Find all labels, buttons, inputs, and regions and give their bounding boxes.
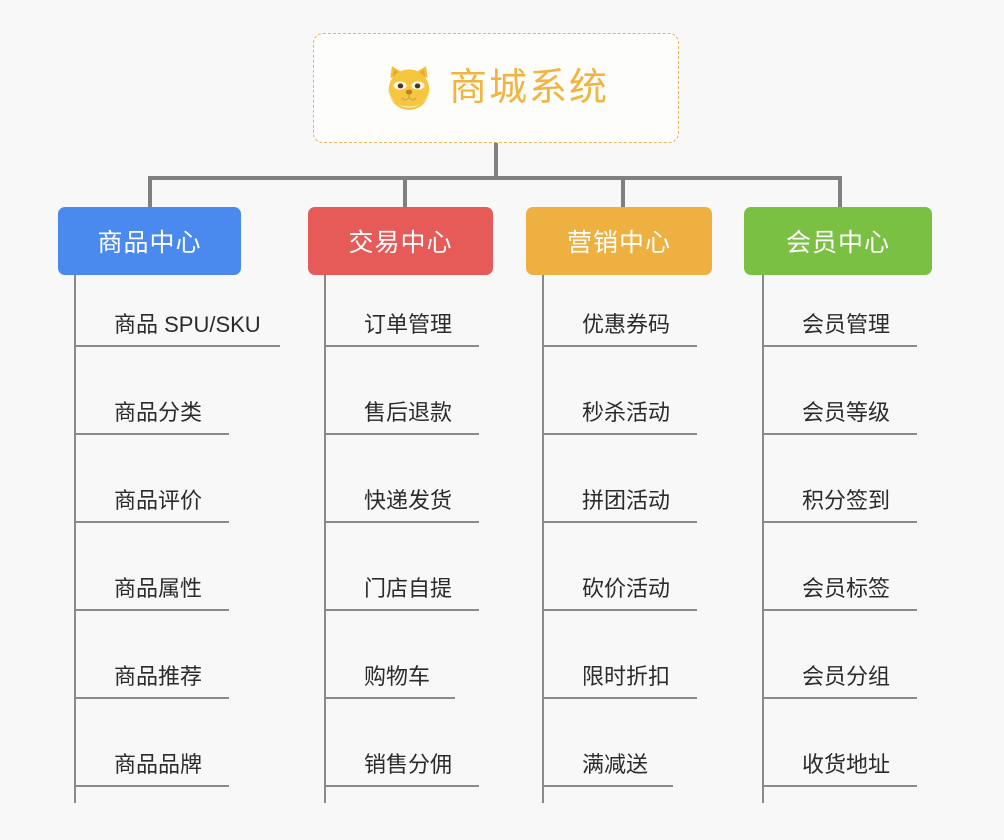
leaf-item[interactable]: 商品评价 (74, 435, 229, 523)
leaf-item[interactable]: 商品属性 (74, 523, 229, 611)
leaf-item-label: 销售分佣 (364, 751, 453, 777)
leaf-item-label: 商品分类 (114, 399, 203, 425)
category-header-trade-center[interactable]: 交易中心 (308, 207, 493, 275)
column-trunk-3 (542, 275, 544, 803)
leaf-item-label: 商品属性 (114, 575, 203, 601)
category-label: 商品中心 (97, 229, 202, 257)
leaf-item-label: 商品评价 (114, 487, 203, 513)
leaf-item[interactable]: 商品分类 (74, 347, 229, 435)
leaf-item-label: 订单管理 (364, 311, 453, 337)
leaf-item[interactable]: 积分签到 (762, 435, 917, 523)
column-trunk-4 (762, 275, 764, 803)
leaf-item-label: 商品品牌 (114, 751, 203, 777)
leaf-item-label: 会员标签 (802, 575, 891, 601)
connector-drop-4 (838, 176, 842, 208)
leaf-item[interactable]: 商品品牌 (74, 699, 229, 787)
leaf-item[interactable]: 商品推荐 (74, 611, 229, 699)
connector-drop-3 (621, 176, 625, 208)
leaf-item-label: 购物车 (364, 663, 431, 689)
leaf-item[interactable]: 售后退款 (324, 347, 479, 435)
connector-drop-1 (148, 176, 152, 208)
leaf-item-label: 售后退款 (364, 399, 453, 425)
leaf-item[interactable]: 会员管理 (762, 259, 917, 347)
leaf-item[interactable]: 购物车 (324, 611, 455, 699)
leaf-item[interactable]: 会员标签 (762, 523, 917, 611)
leaf-item-label: 砍价活动 (582, 575, 671, 601)
leaf-item[interactable]: 会员等级 (762, 347, 917, 435)
column-trunk-2 (324, 275, 326, 803)
leaf-item-label: 会员分组 (802, 663, 891, 689)
leaf-item[interactable]: 订单管理 (324, 259, 479, 347)
connector-horizontal-bus (150, 176, 840, 180)
leaf-item[interactable]: 快递发货 (324, 435, 479, 523)
shiba-dog-icon (383, 62, 435, 114)
column-trunk-1 (74, 275, 76, 803)
category-label: 营销中心 (566, 229, 671, 257)
leaf-item-label: 快递发货 (364, 487, 453, 513)
leaf-item-label: 商品推荐 (114, 663, 203, 689)
category-header-marketing-center[interactable]: 营销中心 (526, 207, 712, 275)
category-header-product-center[interactable]: 商品中心 (58, 207, 241, 275)
root-node-label: 商城系统 (448, 67, 609, 109)
leaf-item-label: 限时折扣 (582, 663, 671, 689)
leaf-item[interactable]: 满减送 (542, 699, 673, 787)
leaf-item[interactable]: 优惠券码 (542, 259, 697, 347)
leaf-item[interactable]: 砍价活动 (542, 523, 697, 611)
leaf-item-label: 积分签到 (802, 487, 891, 513)
leaf-item-label: 门店自提 (364, 575, 453, 601)
category-label: 交易中心 (348, 229, 453, 257)
category-label: 会员中心 (785, 229, 890, 257)
leaf-item[interactable]: 拼团活动 (542, 435, 697, 523)
leaf-item-label: 满减送 (582, 751, 649, 777)
leaf-item-label: 秒杀活动 (582, 399, 671, 425)
leaf-item[interactable]: 商品 SPU/SKU (74, 259, 280, 347)
leaf-item[interactable]: 秒杀活动 (542, 347, 697, 435)
leaf-item-label: 会员管理 (802, 311, 891, 337)
leaf-item[interactable]: 销售分佣 (324, 699, 479, 787)
leaf-item[interactable]: 会员分组 (762, 611, 917, 699)
leaf-item-label: 拼团活动 (582, 487, 671, 513)
leaf-item[interactable]: 收货地址 (762, 699, 917, 787)
leaf-item-label: 会员等级 (802, 399, 891, 425)
leaf-item-label: 收货地址 (802, 751, 891, 777)
connector-drop-2 (403, 176, 407, 208)
leaf-item[interactable]: 限时折扣 (542, 611, 697, 699)
leaf-item-label: 商品 SPU/SKU (114, 311, 261, 337)
root-node[interactable]: 商城系统 (313, 33, 679, 143)
connector-root-stem (494, 143, 498, 180)
leaf-item-label: 优惠券码 (582, 311, 671, 337)
leaf-item[interactable]: 门店自提 (324, 523, 479, 611)
category-header-member-center[interactable]: 会员中心 (744, 207, 932, 275)
